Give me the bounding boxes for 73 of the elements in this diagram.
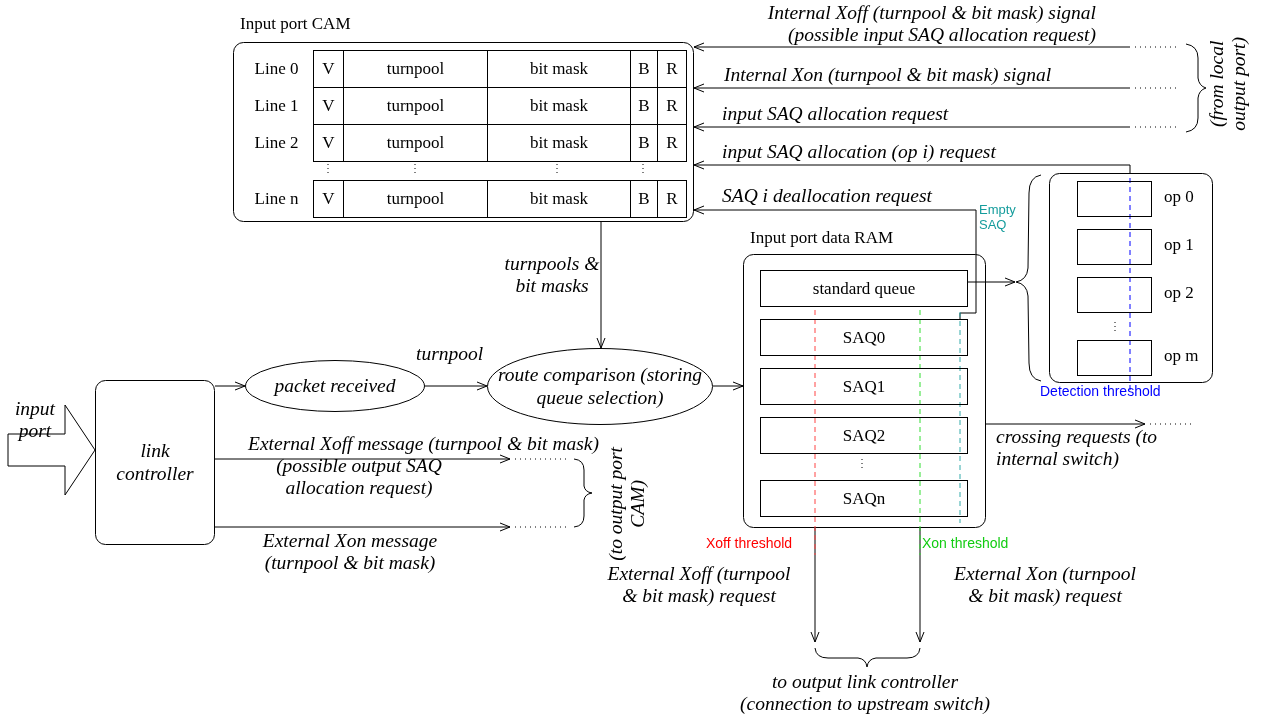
arrow xyxy=(693,160,1131,174)
row-label: Line 1 xyxy=(253,95,300,117)
table-cell: turnpool xyxy=(343,180,488,218)
edge-label: External Xon message (turnpool & bit mask) xyxy=(261,530,439,574)
edge-label: input SAQ allocation request xyxy=(722,103,950,125)
arrow xyxy=(693,205,977,320)
arrow xyxy=(693,122,1131,132)
port-label: op 0 xyxy=(1164,187,1194,207)
node-label: SAQ1 xyxy=(842,376,886,397)
arrow xyxy=(214,381,246,391)
process-ellipse xyxy=(487,348,713,425)
row-label: Line 0 xyxy=(253,58,300,80)
table-cell: V xyxy=(313,180,344,218)
table-cell: V xyxy=(313,50,344,88)
controller-box xyxy=(95,380,215,545)
block-arrow xyxy=(7,404,96,496)
port-queue-box xyxy=(1077,277,1152,313)
queue-box xyxy=(760,480,968,517)
edge-label: SAQ i deallocation request xyxy=(722,185,934,207)
table-cell: R xyxy=(657,180,687,218)
arrow xyxy=(967,277,1016,287)
arrow xyxy=(712,381,744,391)
edge-label: turnpool xyxy=(416,343,485,365)
edge-label: External Xoff (turnpool & bit mask) request xyxy=(606,563,792,607)
row-label: Line 2 xyxy=(253,132,300,154)
edge-label: Internal Xon (turnpool & bit mask) signal xyxy=(724,64,1052,86)
threshold-label: Empty SAQ xyxy=(979,203,1017,233)
node-label: standard queue xyxy=(812,278,916,299)
port-queue-box xyxy=(1077,340,1152,376)
threshold-label: Xoff threshold xyxy=(706,536,793,552)
edge-label: External Xoff message (turnpool & bit mask) xyxy=(248,433,599,455)
panel-title: Input port data RAM xyxy=(750,228,894,248)
threshold-label: Xon threshold xyxy=(922,536,1009,552)
edge-label: turnpools & bit masks xyxy=(503,253,601,297)
port-label: op 1 xyxy=(1164,235,1194,255)
queue-box xyxy=(760,319,968,356)
queue-box xyxy=(760,368,968,405)
arrow xyxy=(424,381,488,391)
panel-title: Input port CAM xyxy=(240,14,351,34)
node-label: SAQn xyxy=(842,488,886,509)
node-label: packet received xyxy=(274,374,396,398)
port-label: op 2 xyxy=(1164,283,1194,303)
arrow xyxy=(985,419,1146,429)
row-label: Line n xyxy=(253,188,300,210)
annotation-text: (possible output SAQ allocation request) xyxy=(275,455,443,499)
table-cell: R xyxy=(657,50,687,88)
annotation-text: (from local output port) xyxy=(1206,35,1250,133)
node-label: link controller xyxy=(115,440,195,485)
arrow xyxy=(596,221,606,349)
port-queue-box xyxy=(1077,181,1152,217)
threshold-label: Detection threshold xyxy=(1040,384,1161,400)
table-cell: bit mask xyxy=(487,180,631,218)
arrow xyxy=(693,42,1131,52)
node-label: to output link controller (connection to upstream switch) xyxy=(739,670,991,716)
node-label: route comparison (storing queue selection) xyxy=(497,364,703,409)
edge-label: External Xon (turnpool & bit mask) request xyxy=(953,563,1137,607)
table-cell: R xyxy=(657,124,687,162)
edge-label: Internal Xoff (turnpool & bit mask) signal (possible input SAQ allocation request) xyxy=(766,2,1096,46)
port-label: op m xyxy=(1164,346,1199,366)
node-label: SAQ2 xyxy=(842,425,886,446)
edge-label: input port xyxy=(13,398,57,442)
annotation-text: (to output port CAM) xyxy=(605,445,649,563)
node-label: SAQ0 xyxy=(842,327,886,348)
arrow xyxy=(693,83,1131,93)
port-queue-box xyxy=(1077,229,1152,265)
arrow xyxy=(214,522,511,532)
queue-box xyxy=(760,270,968,307)
edge-label: input SAQ allocation (op i) request xyxy=(722,141,998,163)
table-cell: B xyxy=(630,180,658,218)
arrow xyxy=(214,454,511,464)
queue-box xyxy=(760,417,968,454)
table-cell: V xyxy=(313,124,344,162)
edge-label: crossing requests (to internal switch) xyxy=(996,426,1158,470)
